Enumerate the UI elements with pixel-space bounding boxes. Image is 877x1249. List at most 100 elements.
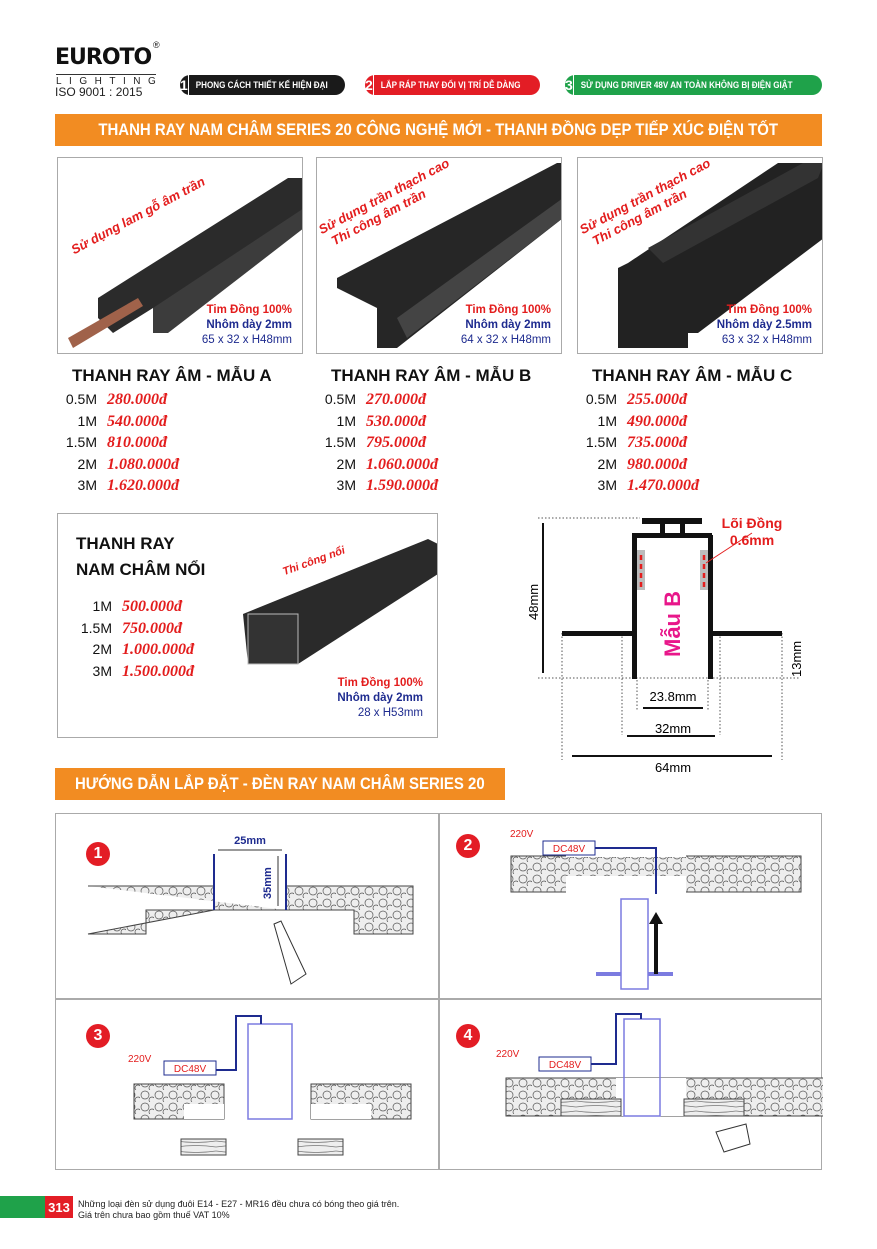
price-row: 2M 980.000đ <box>569 454 687 475</box>
floating-rail-box: THANH RAY NAM CHÂM NỔI Thi công nổi Tim … <box>57 513 438 738</box>
price-row: 3M 1.620.000đ <box>49 475 179 496</box>
saw-icon <box>273 920 307 985</box>
height-13-label: 13mm <box>789 641 804 677</box>
width-64-label: 64mm <box>655 760 691 775</box>
product-image-a: Sử dụng lam gỗ âm trần Tim Đồng 100%Nhôm… <box>57 157 303 354</box>
price: 1.080.000đ <box>107 455 179 473</box>
step-number: 2 <box>456 834 480 858</box>
core-spec: Tim Đồng 100% <box>465 304 551 316</box>
dimensions: 63 x 32 x H48mm <box>721 334 812 346</box>
core-spec: Tim Đồng 100% <box>726 304 812 316</box>
footer-green-bar <box>0 1196 45 1218</box>
core-spec: Tim Đồng 100% <box>206 304 292 316</box>
brush-icon <box>715 1123 751 1153</box>
price: 1.000.000đ <box>122 641 194 658</box>
width-238-label: 23.8mm <box>650 689 697 704</box>
section-banner-products: THANH RAY NAM CHÂM SERIES 20 CÔNG NGHỆ M… <box>55 114 822 146</box>
page-number: 313 <box>45 1196 73 1218</box>
voltage-label: 220V <box>510 829 534 840</box>
aluminum-spec: Nhôm dày 2mm <box>465 319 551 331</box>
price-row: 0.5M 270.000đ <box>308 389 426 410</box>
installation-illustrations: 25mm 35mm DC48V 220V DC48V 220V DC48V 22… <box>87 829 823 1156</box>
dimensions: 64 x 32 x H48mm <box>460 334 551 346</box>
price-row: 1.5M 810.000đ <box>49 432 167 453</box>
voltage-label: 220V <box>496 1049 520 1060</box>
registered-mark: ® <box>153 40 160 50</box>
price: 1.500.000đ <box>122 662 194 680</box>
size: 2M <box>597 455 617 472</box>
floating-title-2: NAM CHÂM NỔI <box>76 560 206 579</box>
iso-label: ISO 9001 : 2015 <box>55 85 143 99</box>
width-32-label: 32mm <box>655 721 691 736</box>
price-row: 0.5M 255.000đ <box>569 389 687 410</box>
size: 1.5M <box>65 434 97 450</box>
price-row: 1.5M 750.000đ <box>64 618 182 639</box>
price-row: 3M 1.590.000đ <box>308 475 438 496</box>
size: 1M <box>597 412 617 429</box>
price-row: 2M 1.060.000đ <box>308 454 438 475</box>
size: 0.5M <box>585 391 617 407</box>
rail-a-illustration <box>68 178 302 348</box>
dimensions: 28 x H53mm <box>357 707 423 719</box>
footer-note-1: Những loại đèn sử dụng đuôi E14 - E27 - … <box>78 1199 400 1209</box>
dimensions: 65 x 32 x H48mm <box>201 334 292 346</box>
price: 980.000đ <box>627 455 687 473</box>
size: 3M <box>92 662 112 679</box>
price: 795.000đ <box>366 434 426 451</box>
price: 810.000đ <box>107 434 167 451</box>
size: 3M <box>77 477 97 493</box>
price: 750.000đ <box>122 619 182 637</box>
product-title-c: THANH RAY ÂM - MẪU C <box>592 366 793 385</box>
size: 1.5M <box>80 619 112 636</box>
footer-notes: Những loại đèn sử dụng đuôi E14 - E27 - … <box>78 1199 399 1221</box>
price: 530.000đ <box>366 412 426 430</box>
width-25-label: 25mm <box>234 835 266 847</box>
floating-rail-illustration <box>243 539 437 665</box>
price: 1.620.000đ <box>107 477 179 494</box>
price-row: 1.5M 795.000đ <box>308 432 426 453</box>
driver-label: DC48V <box>174 1064 207 1075</box>
section-banner-install: HƯỚNG DẪN LẮP ĐẶT - ĐÈN RAY NAM CHÂM SER… <box>55 768 505 800</box>
price: 500.000đ <box>122 598 182 615</box>
rail-c-illustration <box>618 163 822 348</box>
price-row: 3M 1.500.000đ <box>64 661 194 682</box>
aluminum-spec: Nhôm dày 2mm <box>206 319 292 331</box>
cross-section-diagram: Lõi Đồng 0.6mm Mẫu B 48mm 13mm 23.8mm 32… <box>526 515 804 775</box>
price: 735.000đ <box>627 434 687 451</box>
price: 1.060.000đ <box>366 455 438 473</box>
size: 1.5M <box>585 434 617 450</box>
model-label: Mẫu B <box>660 591 685 657</box>
size: 3M <box>597 477 617 493</box>
size: 2M <box>92 641 112 657</box>
size: 2M <box>336 455 356 472</box>
driver-label: DC48V <box>553 844 586 855</box>
size: 1M <box>92 598 112 614</box>
core-thickness-label: 0.6mm <box>730 532 774 548</box>
size: 3M <box>336 477 356 493</box>
step-number: 1 <box>86 842 110 866</box>
price: 270.000đ <box>366 391 426 408</box>
step-number: 3 <box>86 1024 110 1048</box>
brand-logo: EUROTO <box>55 45 152 70</box>
price-row: 1M 500.000đ <box>64 596 182 617</box>
price-row: 1M 530.000đ <box>308 411 426 432</box>
size: 0.5M <box>324 391 356 407</box>
price-row: 2M 1.000.000đ <box>64 639 194 660</box>
price: 1.590.000đ <box>366 477 438 494</box>
product-title-b: THANH RAY ÂM - MẪU B <box>331 366 532 385</box>
aluminum-spec: Nhôm dày 2.5mm <box>716 319 812 331</box>
price: 255.000đ <box>627 391 687 408</box>
driver-label: DC48V <box>549 1060 582 1071</box>
size: 1.5M <box>324 434 356 450</box>
footer-note-2: Giá trên chưa bao gồm thuế VAT 10% <box>78 1210 230 1220</box>
size: 1M <box>77 412 97 429</box>
size: 1M <box>336 412 356 429</box>
